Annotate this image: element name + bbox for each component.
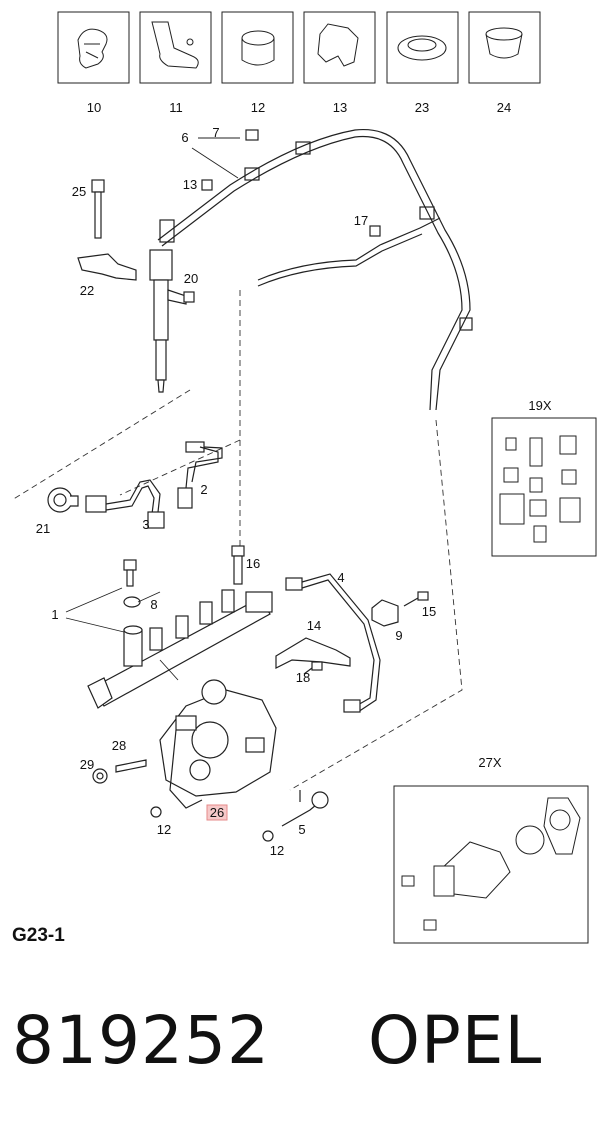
thumbnail-13[interactable]: 13 xyxy=(303,11,376,115)
thumbnail-number: 10 xyxy=(87,100,101,115)
fuel-pump[interactable] xyxy=(159,679,277,809)
seal-ring-icon xyxy=(397,35,447,61)
callout-7[interactable]: 7 xyxy=(212,125,219,140)
kit-19x-parts xyxy=(499,435,581,543)
callout-6[interactable]: 6 xyxy=(181,130,188,145)
fuel-return-lines xyxy=(157,128,473,411)
thumbnail-11[interactable]: 11 xyxy=(139,11,212,115)
callout-28[interactable]: 28 xyxy=(112,738,126,753)
kit-27x-panel[interactable]: 27X xyxy=(393,755,589,944)
callout-5[interactable]: 5 xyxy=(298,822,305,837)
nut-29[interactable] xyxy=(92,768,108,784)
stud-28[interactable] xyxy=(115,759,147,773)
fuel-injector[interactable] xyxy=(149,249,195,393)
bracket-14[interactable] xyxy=(275,637,351,669)
grommet-icon xyxy=(485,27,523,41)
callout-3[interactable]: 3 xyxy=(142,517,149,532)
clamp-bolt[interactable] xyxy=(91,179,105,239)
clip-17[interactable] xyxy=(369,225,381,237)
return-line-connector xyxy=(159,219,175,243)
hose-clamp-icon xyxy=(241,30,275,46)
cap-7[interactable] xyxy=(245,129,259,141)
kit-27x-title: 27X xyxy=(478,755,501,770)
nut-12-right[interactable] xyxy=(262,830,274,842)
bolt-16[interactable] xyxy=(231,545,245,585)
callout-16[interactable]: 16 xyxy=(246,556,260,571)
bolt-18[interactable] xyxy=(303,661,323,675)
clip-icon xyxy=(77,28,108,69)
callout-2[interactable]: 2 xyxy=(200,482,207,497)
nut-12-left[interactable] xyxy=(150,806,162,818)
callout-17[interactable]: 17 xyxy=(354,213,368,228)
part-number: 819252 xyxy=(12,1002,270,1079)
callout-25[interactable]: 25 xyxy=(72,184,86,199)
sensor-21[interactable] xyxy=(47,487,79,513)
bolt-8[interactable] xyxy=(123,559,141,608)
callout-12-right[interactable]: 12 xyxy=(270,843,284,858)
thumbnail-number: 23 xyxy=(415,100,429,115)
callout-26[interactable]: 26 xyxy=(210,805,224,820)
leader-lines-dashed xyxy=(11,290,463,791)
clip-13[interactable] xyxy=(201,179,213,191)
kit-19x-panel[interactable]: 19X xyxy=(491,398,597,557)
thumbnail-number: 13 xyxy=(333,100,347,115)
brand-name: OPEL xyxy=(368,1002,543,1079)
callout-21[interactable]: 21 xyxy=(36,521,50,536)
callout-13[interactable]: 13 xyxy=(183,177,197,192)
thumbnail-23[interactable]: 23 xyxy=(386,11,459,115)
callout-20[interactable]: 20 xyxy=(184,271,198,286)
fuel-rail[interactable] xyxy=(87,589,273,709)
thumbnail-number: 24 xyxy=(497,100,511,115)
callout-22[interactable]: 22 xyxy=(80,283,94,298)
callout-4[interactable]: 4 xyxy=(337,570,344,585)
injector-clamp[interactable] xyxy=(77,253,137,281)
retainer-clip-icon xyxy=(317,23,359,67)
callout-18[interactable]: 18 xyxy=(296,670,310,685)
thumbnail-number: 11 xyxy=(169,100,183,115)
thumbnail-10[interactable]: 10 xyxy=(57,11,130,115)
callout-29[interactable]: 29 xyxy=(80,757,94,772)
highlight-26 xyxy=(206,804,228,821)
clip-9[interactable] xyxy=(371,599,399,627)
thumbnail-24[interactable]: 24 xyxy=(468,11,541,115)
callout-1[interactable]: 1 xyxy=(51,607,58,622)
sensor-harness[interactable] xyxy=(85,441,223,529)
banjo-bolt-5[interactable] xyxy=(281,790,329,827)
diagram-id: G23-1 xyxy=(12,925,65,946)
kit-27x-parts xyxy=(401,797,581,931)
thumbnail-row: 10 11 12 13 23 xyxy=(57,11,541,115)
callout-8[interactable]: 8 xyxy=(150,597,157,612)
callouts: 6 7 13 25 17 20 22 2 21 3 16 4 8 15 1 14… xyxy=(36,125,436,858)
thumbnail-12[interactable]: 12 xyxy=(221,11,294,115)
pressure-line[interactable] xyxy=(285,573,381,713)
bolt-15[interactable] xyxy=(403,591,429,607)
callout-9[interactable]: 9 xyxy=(395,628,402,643)
thumbnail-number: 12 xyxy=(251,100,265,115)
bracket-icon xyxy=(151,21,199,69)
callout-12-left[interactable]: 12 xyxy=(157,822,171,837)
callout-14[interactable]: 14 xyxy=(307,618,321,633)
leader-lines xyxy=(65,137,240,681)
kit-19x-title: 19X xyxy=(528,398,551,413)
callout-15[interactable]: 15 xyxy=(422,604,436,619)
